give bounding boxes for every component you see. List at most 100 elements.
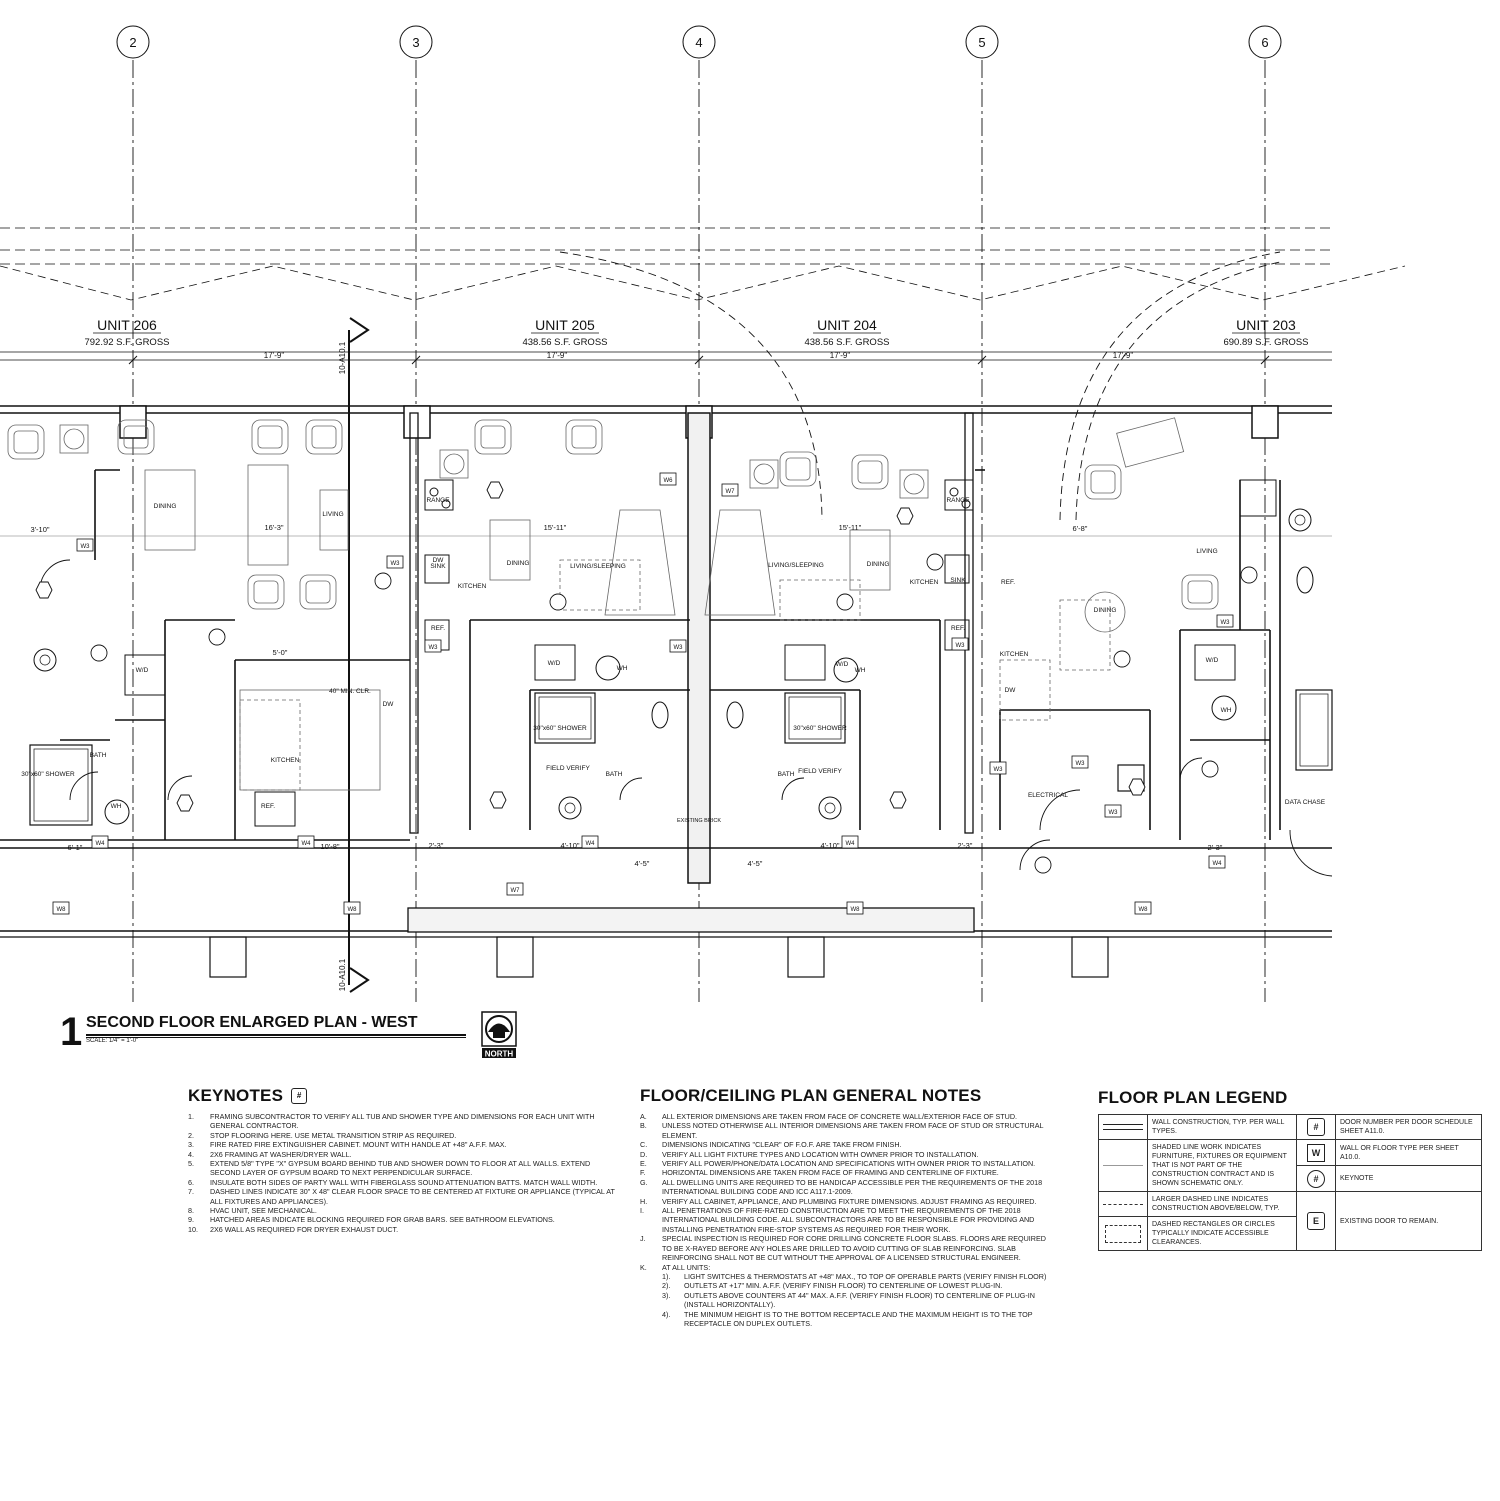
armchair (7, 424, 45, 460)
slab-edge (407, 907, 975, 933)
keynote-list: 1.FRAMING SUBCONTRACTOR TO VERIFY ALL TU… (188, 1112, 618, 1234)
wall-tag: W7 (511, 888, 521, 894)
note-text: OUTLETS AT +17" MIN. A.F.F. (VERIFY FINI… (684, 1281, 1003, 1291)
note-item: E.VERIFY ALL POWER/PHONE/DATA LOCATION A… (640, 1159, 1054, 1168)
door-swing (1019, 839, 1051, 871)
note-text: DIMENSIONS INDICATING "CLEAR" OF F.O.F. … (662, 1140, 902, 1150)
note-number: 6. (188, 1177, 194, 1187)
keynotes-title: KEYNOTES (188, 1086, 284, 1105)
legend-symbol: # (1296, 1165, 1336, 1192)
note-text: 2X6 FRAMING AT WASHER/DRYER WALL. (210, 1149, 352, 1159)
wall-tag: W3 (391, 561, 401, 567)
armchair (565, 419, 603, 455)
dimension-tick (977, 355, 987, 365)
unit-area: 438.56 S.F. GROSS (522, 337, 607, 348)
dashed-arc (559, 251, 823, 521)
wall-tag: W6 (664, 478, 674, 484)
room-label: 30"x60" SHOWER (533, 725, 587, 732)
wall-tag: W3 (81, 544, 91, 550)
note-text: AT ALL UNITS: (662, 1262, 711, 1272)
note-number: 3. (188, 1140, 194, 1150)
room-label: REF. (951, 625, 965, 632)
walls (0, 317, 1333, 993)
wall-tag: W3 (674, 645, 684, 651)
wall-tag-box (506, 882, 524, 896)
grid-bubble (965, 25, 999, 59)
door-number-tag (486, 481, 504, 499)
note-item: 5.EXTEND 5/8" TYPE "X" GYPSUM BOARD BEHI… (188, 1159, 618, 1178)
note-number: 7. (188, 1187, 194, 1197)
room-label: DW (433, 557, 445, 564)
legend-text: WALL CONSTRUCTION, TYP. PER WALL TYPES. (1147, 1114, 1297, 1140)
note-item: 8.HVAC UNIT, SEE MECHANICAL. (188, 1206, 618, 1215)
title-underline (86, 1034, 466, 1036)
dimension-label: 16'-3" (264, 523, 283, 532)
room-label: KITCHEN (271, 757, 300, 764)
table-lamp (443, 453, 465, 475)
keynote-bubble (1113, 650, 1131, 668)
drawing-title: SECOND FLOOR ENLARGED PLAN - WEST (86, 1014, 418, 1031)
existing-door-icon: E (1307, 1212, 1325, 1230)
keynote-bubble (549, 593, 567, 611)
note-item: H.VERIFY ALL CABINET, APPLIANCE, AND PLU… (640, 1197, 1054, 1206)
note-item: F.HORIZONTAL DIMENSIONS ARE TAKEN FROM F… (640, 1168, 1054, 1177)
note-number: B. (640, 1121, 647, 1131)
lavatory (558, 796, 582, 820)
wall-tag: W4 (1213, 861, 1223, 867)
lavatory-bowl (824, 802, 836, 814)
note-text: FRAMING SUBCONTRACTOR TO VERIFY ALL TUB … (210, 1112, 595, 1131)
legend-text: SHADED LINE WORK INDICATES FURNITURE, FI… (1147, 1139, 1297, 1192)
wall-tag: W3 (429, 645, 439, 651)
desk (1116, 417, 1185, 468)
grid-marker-label: 6 (1261, 35, 1268, 50)
furniture-and-fixtures (7, 417, 1219, 791)
dimension-label: 4'-5" (748, 859, 763, 868)
dimension-label: 4'-10" (560, 841, 579, 850)
grid-bubble (116, 25, 150, 59)
bed (604, 509, 676, 616)
legend-text: KEYNOTE (1335, 1165, 1482, 1192)
end-table (59, 424, 89, 454)
keynote-icon: # (1307, 1169, 1325, 1188)
legend-row: DASHED RECTANGLES OR CIRCLES TYPICALLY I… (1098, 1216, 1482, 1251)
armchair (1181, 574, 1219, 610)
note-item: 3).OUTLETS ABOVE COUNTERS AT 44" MAX. A.… (662, 1291, 1054, 1310)
armchair-seat (13, 430, 39, 454)
wall-tag: W3 (956, 643, 966, 649)
armchair (305, 419, 343, 455)
dimension-tick (128, 355, 138, 365)
party-wall (964, 412, 974, 834)
room-label: LIVING/SLEEPING (570, 563, 626, 570)
note-text: EXTEND 5/8" TYPE "X" GYPSUM BOARD BEHIND… (210, 1159, 591, 1178)
legend-symbol: E (1296, 1191, 1336, 1251)
floor-plan-legend: FLOOR PLAN LEGEND WALL CONSTRUCTION, TYP… (1098, 1088, 1484, 1251)
wall-tag-box (1208, 855, 1226, 869)
door-number-tag (896, 507, 914, 525)
clearance-dashed (999, 659, 1051, 721)
armchair (851, 454, 889, 490)
door-swing (167, 775, 193, 801)
note-text: DASHED LINES INDICATE 30" x 48" CLEAR FL… (210, 1187, 615, 1206)
toilet (651, 701, 669, 729)
wall-tag: W3 (1076, 761, 1086, 767)
room-label: SINK (430, 563, 446, 570)
note-item: C.DIMENSIONS INDICATING "CLEAR" OF F.O.F… (640, 1140, 1054, 1149)
note-text: LIGHT SWITCHES & THERMOSTATS AT +48" MAX… (684, 1271, 1047, 1281)
wall-tag-box (659, 472, 677, 486)
dimension-label: 15'-11" (839, 523, 862, 532)
legend-symbol: # (1296, 1114, 1336, 1140)
dimension-label: 17'-9" (1113, 351, 1134, 360)
appliance (424, 479, 454, 511)
unit-area: 438.56 S.F. GROSS (804, 337, 889, 348)
north-label: NORTH (485, 1050, 514, 1059)
armchair-seat (305, 580, 331, 604)
general-notes-list: A.ALL EXTERIOR DIMENSIONS ARE TAKEN FROM… (640, 1112, 1054, 1328)
note-item: G.ALL DWELLING UNITS ARE REQUIRED TO BE … (640, 1178, 1054, 1197)
room-label: REF. (431, 625, 445, 632)
washer-dryer (124, 654, 166, 696)
legend-title: FLOOR PLAN LEGEND (1098, 1088, 1288, 1107)
wall-tag-box (1104, 804, 1122, 818)
appliance (424, 554, 450, 584)
door-swing (69, 771, 99, 801)
dimension-label: 3'-10" (30, 525, 49, 534)
